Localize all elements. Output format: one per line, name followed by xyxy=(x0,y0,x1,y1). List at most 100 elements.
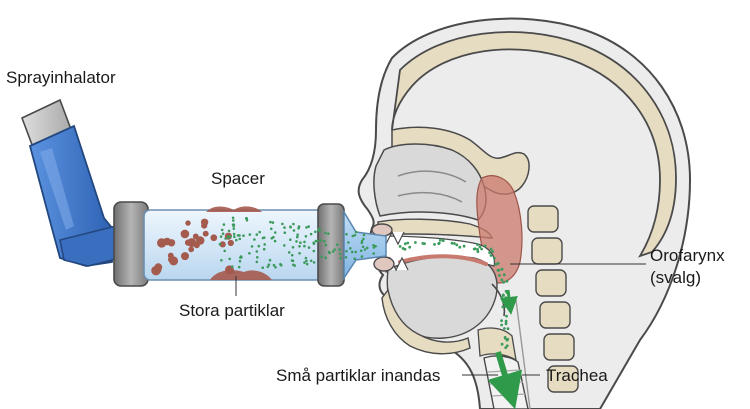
small-particle xyxy=(362,237,365,241)
small-particle xyxy=(287,251,291,254)
small-particle xyxy=(296,233,299,236)
label-sma-partiklar: Små partiklar inandas xyxy=(276,366,441,385)
small-particle xyxy=(299,241,302,244)
airway-particle xyxy=(500,278,504,282)
leader-lines xyxy=(235,263,646,376)
small-particle xyxy=(281,222,284,226)
airway-particle xyxy=(480,247,483,251)
small-particle xyxy=(224,237,227,240)
small-particle xyxy=(359,249,363,253)
small-particle xyxy=(324,256,328,260)
small-particle xyxy=(263,243,267,246)
airway-particle xyxy=(483,244,487,248)
airway-particle xyxy=(476,248,479,251)
small-particle xyxy=(339,256,342,260)
airway-particle xyxy=(500,342,504,346)
large-particle xyxy=(227,239,234,247)
small-particle xyxy=(305,259,308,263)
small-particle xyxy=(255,250,259,253)
small-particle xyxy=(324,231,327,235)
small-particle xyxy=(350,250,354,254)
small-particle xyxy=(291,246,295,249)
small-particle xyxy=(353,233,357,237)
small-particle xyxy=(307,225,311,228)
airway-particle xyxy=(438,238,442,242)
small-particle xyxy=(293,264,297,267)
small-particle xyxy=(227,229,231,233)
airway-particle xyxy=(505,344,509,348)
small-particle xyxy=(312,242,316,246)
spacer-device xyxy=(113,201,387,287)
small-particle xyxy=(255,260,259,264)
small-particle xyxy=(231,216,235,220)
small-particle xyxy=(338,248,341,251)
skull-bone xyxy=(391,31,677,258)
label-stora-partiklar: Stora partiklar xyxy=(179,301,285,320)
nasal-turbinate xyxy=(397,170,467,203)
airway-particle xyxy=(476,250,480,254)
small-particle xyxy=(273,239,277,243)
small-particle xyxy=(253,238,256,241)
small-particle xyxy=(324,243,328,247)
airway-particle xyxy=(506,337,510,341)
airway-particle xyxy=(503,336,507,339)
airway-particle xyxy=(500,267,504,271)
small-particle xyxy=(372,246,376,249)
small-particle xyxy=(327,232,330,235)
large-particle xyxy=(169,256,179,266)
large-particle xyxy=(184,239,192,246)
small-particle xyxy=(323,239,326,243)
label-orofarynx: Orofarynx xyxy=(650,246,725,265)
small-particle xyxy=(372,244,375,247)
large-particle xyxy=(202,230,209,237)
small-particle xyxy=(239,255,243,258)
airway-particle xyxy=(494,262,498,266)
inhalation-arrows xyxy=(487,289,523,409)
small-particle xyxy=(261,266,265,270)
small-particle xyxy=(267,263,271,267)
airway-particle xyxy=(433,243,436,246)
airway-particle xyxy=(489,247,493,251)
small-particle xyxy=(314,230,317,234)
airway-particle xyxy=(488,251,491,255)
small-particle xyxy=(304,235,308,238)
small-particle xyxy=(232,227,236,230)
mandible xyxy=(381,288,471,355)
small-particle xyxy=(327,250,331,254)
small-particle xyxy=(353,257,357,261)
large-particle xyxy=(188,246,195,253)
small-particle xyxy=(333,248,337,251)
airway-particle xyxy=(401,247,405,250)
small-particle xyxy=(316,239,319,243)
airway-particle xyxy=(500,323,503,327)
small-particle xyxy=(258,230,262,234)
small-particle xyxy=(360,255,364,258)
airway-particle xyxy=(491,250,495,253)
small-particle xyxy=(220,259,223,262)
airway-particle xyxy=(453,242,456,245)
airway-particle xyxy=(492,256,496,260)
airway-particle xyxy=(441,239,445,243)
airway-particle xyxy=(403,242,407,246)
airway-particle xyxy=(455,243,459,247)
small-particle xyxy=(305,226,308,229)
small-particle xyxy=(242,234,245,237)
small-particle xyxy=(272,263,276,267)
spacer-back-ring xyxy=(113,201,149,287)
small-particle xyxy=(304,256,308,260)
small-particle xyxy=(262,247,266,251)
small-particle xyxy=(312,249,316,253)
small-particle xyxy=(303,261,306,264)
small-particle xyxy=(219,235,223,238)
small-particle xyxy=(303,240,306,244)
small-particle xyxy=(248,233,252,236)
airway-particle xyxy=(504,319,508,323)
deposit-top xyxy=(206,206,262,212)
airway-particle xyxy=(462,244,466,248)
small-particle xyxy=(235,238,238,242)
large-particle xyxy=(201,222,208,229)
airway-particle xyxy=(502,294,505,297)
large-particle xyxy=(195,236,205,245)
airway-particle xyxy=(506,327,510,331)
